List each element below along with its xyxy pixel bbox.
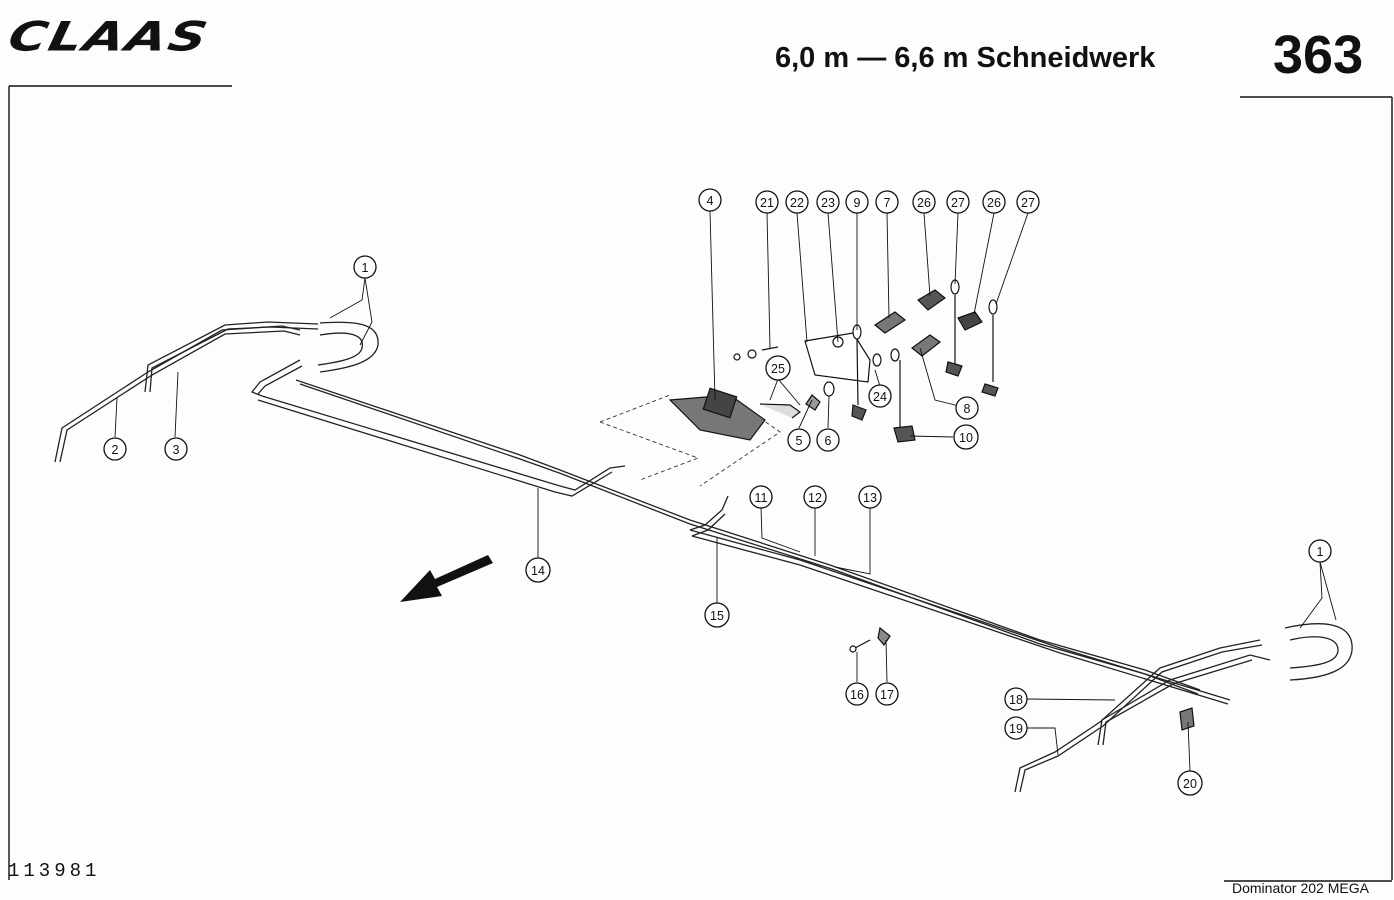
callout-label: 11 (755, 491, 768, 505)
clamp-parts (849, 626, 1195, 731)
callout-label: 18 (1009, 693, 1023, 707)
callout-label: 24 (873, 390, 887, 404)
callout-2: 2 (103, 437, 127, 461)
callout-15: 15 (704, 602, 730, 628)
callout-11: 11 (749, 485, 773, 509)
callout-4: 4 (698, 188, 722, 212)
callout-5: 5 (787, 428, 811, 452)
callout-label: 26 (917, 196, 931, 210)
valve-assembly (668, 346, 835, 441)
callout-7: 7 (875, 190, 899, 214)
callout-label: 5 (796, 434, 803, 448)
callout-label: 13 (863, 491, 877, 505)
callout-label: 4 (707, 194, 714, 208)
callout-24: 24 (868, 384, 892, 408)
callout-label: 8 (964, 402, 971, 416)
callout-21: 21 (755, 190, 779, 214)
drawing-number: 113981 (8, 860, 101, 882)
brand-logo: CLAAS (4, 14, 214, 61)
right-hydraulic-lines (1014, 623, 1353, 793)
callout-label: 20 (1183, 777, 1197, 791)
callout-27-right: 27 (1016, 190, 1040, 214)
callout-19: 19 (1004, 716, 1028, 740)
callout-label: 7 (884, 196, 891, 210)
callout-label: 27 (951, 196, 965, 210)
callout-9: 9 (845, 190, 869, 214)
callout-1-left: 1 (353, 255, 377, 279)
callout-label: 1 (1317, 545, 1324, 559)
callout-3: 3 (164, 437, 188, 461)
callout-6: 6 (816, 428, 840, 452)
callout-13: 13 (858, 485, 882, 509)
page-number: 363 (1273, 25, 1364, 85)
callout-label: 16 (850, 688, 864, 702)
callout-16: 16 (845, 682, 869, 706)
callout-label: 26 (987, 196, 1001, 210)
callout-label: 21 (760, 196, 774, 210)
callout-label: 6 (825, 434, 832, 448)
callout-label: 25 (771, 362, 785, 376)
mounting-plate (804, 324, 882, 421)
callout-label: 10 (959, 431, 973, 445)
callout-18: 18 (1004, 687, 1028, 711)
callout-25: 25 (765, 355, 791, 381)
callout-8: 8 (955, 396, 979, 420)
callout-label: 14 (531, 564, 545, 578)
callout-label: 2 (112, 443, 119, 457)
sensor-fittings (873, 279, 999, 443)
callout-14: 14 (525, 557, 551, 583)
page-title: 6,0 m — 6,6 m Schneidwerk (775, 42, 1156, 74)
page-frame (8, 85, 1393, 882)
callout-10: 10 (953, 424, 979, 450)
callout-22: 22 (785, 190, 809, 214)
subassembly-outline (599, 394, 781, 487)
callout-17: 17 (875, 682, 899, 706)
callout-label: 22 (790, 196, 804, 210)
callout-label: 1 (362, 261, 369, 275)
callout-12: 12 (803, 485, 827, 509)
callout-20: 20 (1177, 770, 1203, 796)
callout-label: 19 (1009, 722, 1023, 736)
direction-arrow (400, 555, 493, 602)
callout-26-right: 26 (982, 190, 1006, 214)
callout-1-right: 1 (1308, 539, 1332, 563)
main-pipes (257, 379, 1231, 705)
callout-label: 27 (1021, 196, 1035, 210)
callout-label: 23 (821, 196, 835, 210)
callout-26-left: 26 (912, 190, 936, 214)
callout-27-left: 27 (946, 190, 970, 214)
callout-label: 9 (854, 196, 861, 210)
callout-label: 17 (880, 688, 894, 702)
callout-label: 12 (808, 491, 822, 505)
callout-label: 15 (710, 609, 724, 623)
left-hydraulic-lines (54, 321, 379, 463)
callout-23: 23 (816, 190, 840, 214)
machine-model: Dominator 202 MEGA (1232, 880, 1369, 896)
callout-label: 3 (173, 443, 180, 457)
leader-lines (114, 210, 1337, 772)
